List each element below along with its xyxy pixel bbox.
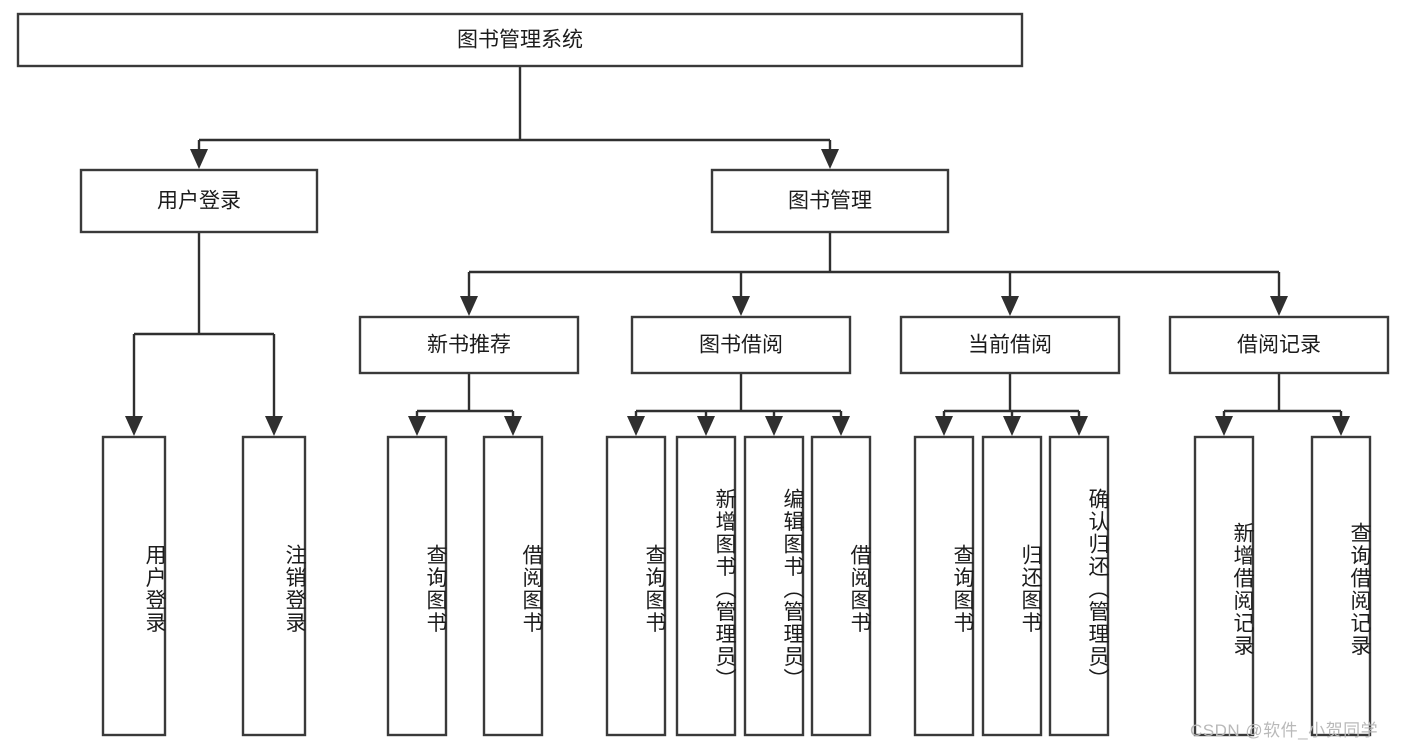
node-box-leaf-add-book[interactable] [675,435,737,737]
node-label-leaf-query-book-borrow: 查询图书 [643,544,666,634]
node-box-leaf-return-book[interactable] [981,435,1043,737]
node-box-leaf-borrow-book-rec[interactable] [482,435,544,737]
arrow-to-book-manage [821,149,839,169]
node-label-leaf-query-book-rec: 查询图书 [424,544,447,634]
node-label-user-login: 用户登录 [157,190,241,213]
node-label-borrow-record: 借阅记录 [1237,334,1321,357]
node-label-current-borrow: 当前借阅 [968,334,1052,357]
node-box-leaf-add-record[interactable] [1193,435,1255,737]
arrow-to-leaf-borrow-book [832,416,850,436]
arrow-to-leaf-user-login [125,416,143,436]
node-label-book-borrow: 图书借阅 [699,334,783,357]
node-box-book-borrow[interactable] [630,315,852,375]
arrow-to-leaf-return-book [1003,416,1021,436]
arrow-to-leaf-confirm-return [1070,416,1088,436]
arrow-to-leaf-query-book-cur [935,416,953,436]
node-box-leaf-user-login[interactable] [101,435,167,737]
node-label-leaf-return-book: 归还图书 [1019,544,1042,634]
arrow-to-leaf-query-record [1332,416,1350,436]
arrow-to-leaf-query-book-rec [408,416,426,436]
arrow-to-leaf-add-book [697,416,715,436]
node-box-new-book-rec[interactable] [358,315,580,375]
node-box-leaf-query-book-borrow[interactable] [605,435,667,737]
arrow-to-leaf-logout [265,416,283,436]
node-label-leaf-borrow-book: 借阅图书 [848,544,871,634]
node-box-borrow-record[interactable] [1168,315,1390,375]
node-box-leaf-query-book-rec[interactable] [386,435,448,737]
arrow-to-leaf-query-book-borrow [627,416,645,436]
arrow-to-borrow-record [1270,296,1288,316]
node-label-leaf-add-record: 新增借阅记录 [1231,521,1254,657]
arrow-to-book-borrow [732,296,750,316]
arrow-to-leaf-borrow-book-rec [504,416,522,436]
node-label-leaf-logout: 注销登录 [283,544,306,634]
node-label-leaf-confirm-return: 确认归还（管理员） [1086,487,1109,691]
node-label-new-book-rec: 新书推荐 [427,334,511,357]
node-box-leaf-edit-book[interactable] [743,435,805,737]
node-box-root[interactable] [16,12,1024,68]
arrow-to-leaf-add-record [1215,416,1233,436]
node-label-leaf-edit-book: 编辑图书（管理员） [781,487,804,691]
arrow-to-user-login [190,149,208,169]
node-box-layer [16,12,1390,737]
node-label-leaf-add-book: 新增图书（管理员） [713,487,736,691]
node-label-leaf-query-book-cur: 查询图书 [951,544,974,634]
node-box-leaf-confirm-return[interactable] [1048,435,1110,737]
node-label-root: 图书管理系统 [457,29,583,52]
connector-layer [125,66,1350,436]
node-box-user-login[interactable] [79,168,319,234]
node-box-leaf-query-book-cur[interactable] [913,435,975,737]
node-label-leaf-user-login: 用户登录 [143,544,166,634]
node-box-leaf-logout[interactable] [241,435,307,737]
node-box-leaf-borrow-book[interactable] [810,435,872,737]
node-label-book-manage: 图书管理 [788,190,872,213]
node-label-leaf-borrow-book-rec: 借阅图书 [520,544,543,634]
arrow-to-leaf-edit-book [765,416,783,436]
node-label-leaf-query-record: 查询借阅记录 [1348,521,1371,657]
node-box-current-borrow[interactable] [899,315,1121,375]
node-box-book-manage[interactable] [710,168,950,234]
watermark-text: CSDN @软件_小贺同学 [1190,721,1379,740]
node-box-leaf-query-record[interactable] [1310,435,1372,737]
arrow-to-new-book-rec [460,296,478,316]
arrow-to-current-borrow [1001,296,1019,316]
